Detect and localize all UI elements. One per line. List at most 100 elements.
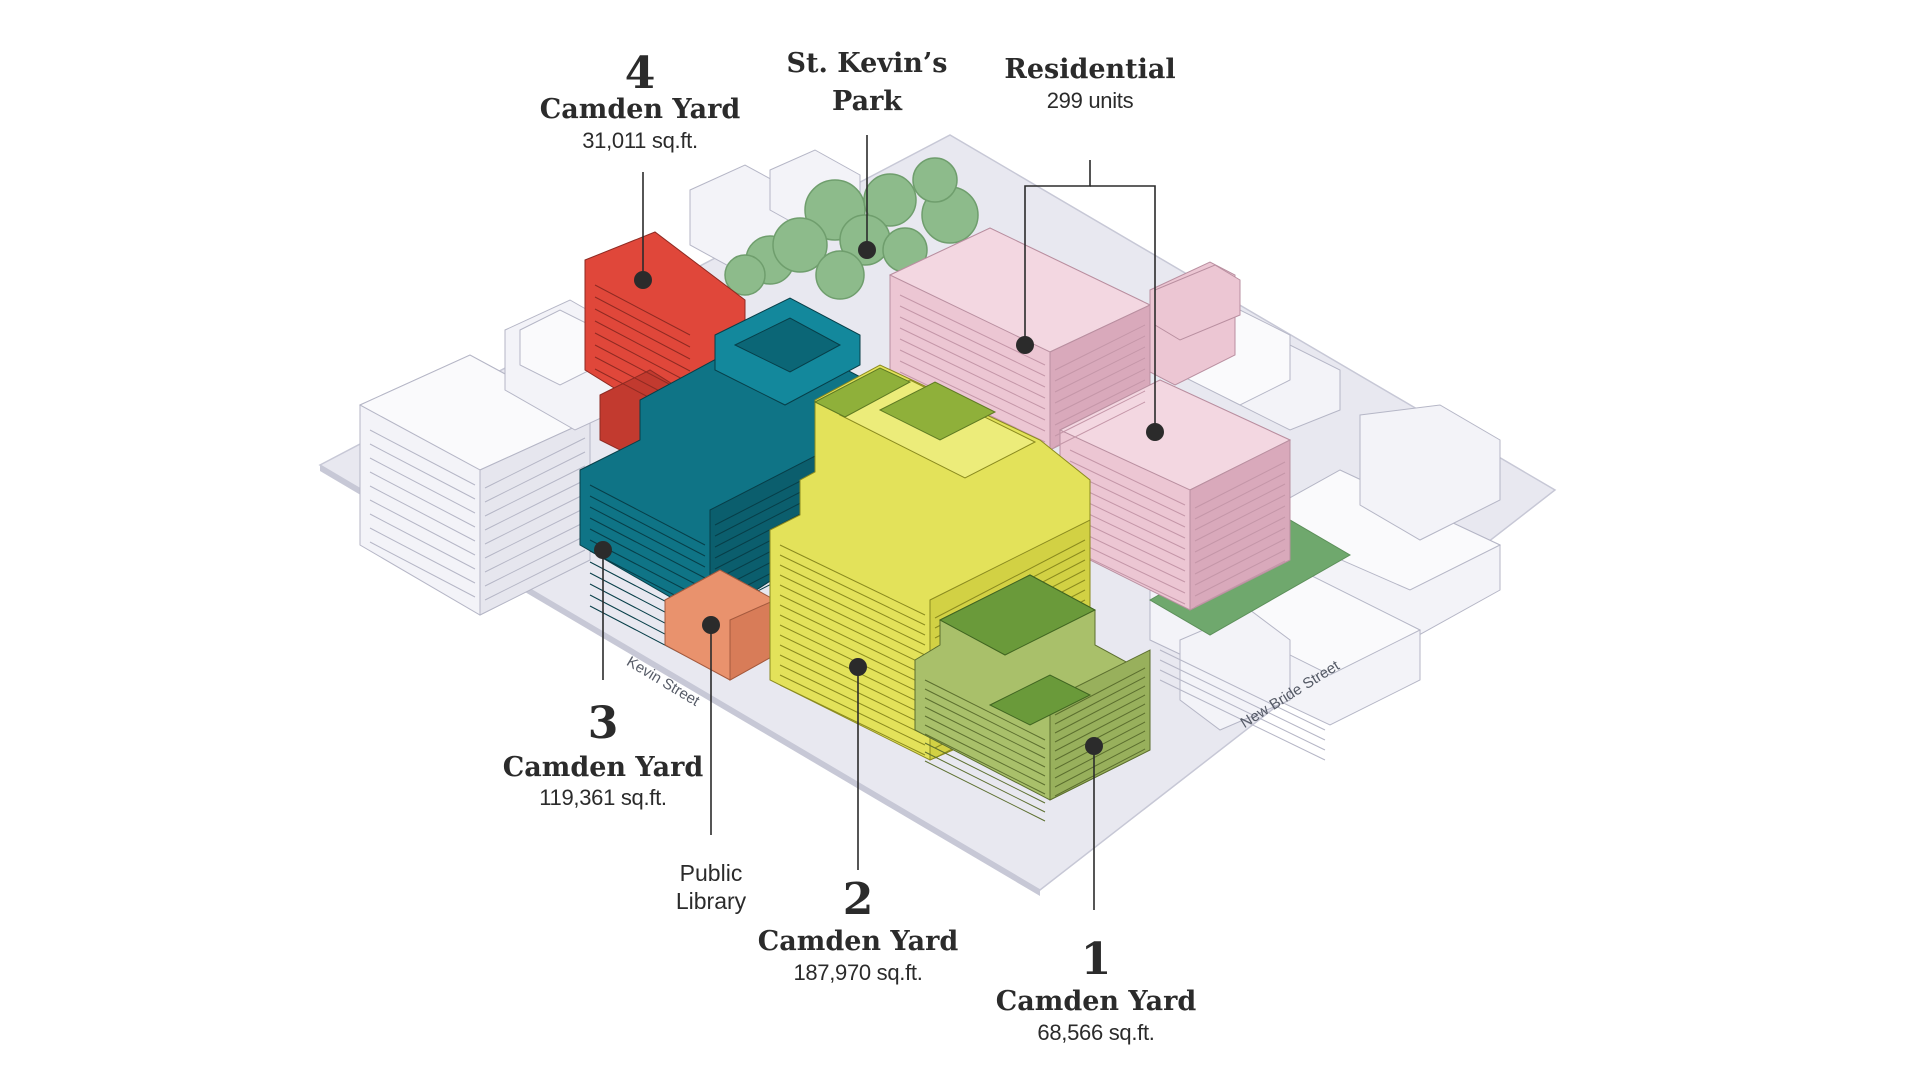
facade-line xyxy=(1194,538,1286,586)
b1-area: 68,566 sq.ft. xyxy=(1037,1020,1155,1045)
facade-line xyxy=(589,495,706,557)
dot-b3 xyxy=(594,541,612,559)
library-label-line1: Public xyxy=(679,860,743,886)
residential-label: Residential xyxy=(1004,54,1176,85)
park-trees xyxy=(724,157,979,300)
facade-line xyxy=(1194,472,1286,520)
facade-line xyxy=(924,706,1046,768)
facade-line xyxy=(484,535,586,587)
facade-line xyxy=(1054,685,1146,734)
facade-line xyxy=(899,294,1046,366)
facade-line xyxy=(779,664,926,736)
b4-number: 4 xyxy=(624,48,656,99)
b4-name: Camden Yard xyxy=(539,94,741,125)
facade-line xyxy=(1194,560,1286,608)
b2-name: Camden Yard xyxy=(757,926,959,957)
facade-line xyxy=(1069,449,1186,506)
facade-line xyxy=(779,614,926,686)
b3-name: Camden Yard xyxy=(502,752,704,783)
facade-line xyxy=(899,327,1046,399)
tree-icon xyxy=(912,157,958,203)
facade-line xyxy=(1159,669,1326,751)
leader-lines xyxy=(602,135,1156,910)
dot-park xyxy=(858,241,876,259)
facade-line xyxy=(1159,649,1326,731)
facade-line xyxy=(484,465,586,517)
facade-line xyxy=(779,574,926,646)
facade-line xyxy=(484,521,586,573)
context-building-windows xyxy=(369,429,586,601)
facade-line xyxy=(779,584,926,656)
facade-line xyxy=(369,499,476,556)
facade-line xyxy=(1194,516,1286,564)
b4-area: 31,011 sq.ft. xyxy=(582,128,698,153)
facade-line xyxy=(1054,730,1146,779)
facade-line xyxy=(1054,712,1146,761)
facade-line xyxy=(924,760,1046,822)
facade-line xyxy=(1054,346,1146,393)
tree-icon xyxy=(815,250,865,300)
facade-line xyxy=(369,485,476,542)
b1-name: Camden Yard xyxy=(995,986,1197,1017)
dot-residential-north xyxy=(1016,336,1034,354)
facade-line xyxy=(899,360,1046,432)
facade-line xyxy=(484,493,586,545)
facade-line xyxy=(779,604,926,676)
facade-line xyxy=(1054,335,1146,382)
facade-line xyxy=(1194,483,1286,531)
facade-line xyxy=(589,484,706,546)
tree-icon xyxy=(863,173,917,227)
facade-line xyxy=(369,443,476,500)
facade-line xyxy=(594,332,691,384)
b3-area: 119,361 sq.ft. xyxy=(539,785,667,810)
facade-line xyxy=(484,549,586,601)
tree-icon xyxy=(772,217,828,273)
leader-residential-2 xyxy=(1090,185,1156,432)
facade-line xyxy=(934,539,1086,619)
park-label-line1: St. Kevin’s xyxy=(786,48,948,79)
facade-line xyxy=(899,316,1046,388)
leader-residential xyxy=(1024,160,1091,345)
facade-line xyxy=(589,517,706,579)
facade-line xyxy=(779,674,926,746)
facade-line xyxy=(594,284,691,336)
b3-number: 3 xyxy=(587,698,619,749)
facade-line xyxy=(899,349,1046,421)
tree-icon xyxy=(724,254,766,296)
building-1-facade-lines xyxy=(924,667,1146,822)
dot-library xyxy=(702,616,720,634)
facade-line xyxy=(1054,676,1146,725)
dot-b1 xyxy=(1085,737,1103,755)
facade-line xyxy=(924,742,1046,804)
facade-line xyxy=(369,429,476,486)
facade-line xyxy=(924,697,1046,759)
facade-line xyxy=(924,688,1046,750)
facade-line xyxy=(1194,461,1286,509)
facade-line xyxy=(779,644,926,716)
facade-line xyxy=(594,320,691,372)
facade-line xyxy=(1159,679,1326,761)
library-label-line2: Library xyxy=(675,888,747,914)
facade-line xyxy=(369,457,476,514)
facade-line xyxy=(1054,357,1146,404)
facade-line xyxy=(779,564,926,636)
facade-line xyxy=(924,679,1046,741)
facade-line xyxy=(589,528,706,590)
facade-line xyxy=(594,296,691,348)
facade-line xyxy=(1194,505,1286,553)
facade-line xyxy=(369,541,476,598)
facade-line xyxy=(779,544,926,616)
facade-line xyxy=(484,437,586,489)
facade-line xyxy=(589,506,706,568)
park-label-line2: Park xyxy=(831,86,903,117)
b2-number: 2 xyxy=(842,874,874,925)
facade-line xyxy=(1054,703,1146,752)
facade-line xyxy=(594,308,691,360)
facade-line xyxy=(1054,379,1146,426)
facade-line xyxy=(1054,667,1146,716)
facade-line xyxy=(1069,460,1186,517)
context-building-windows-right xyxy=(1159,649,1326,761)
facade-line xyxy=(369,513,476,570)
facade-line xyxy=(1054,739,1146,788)
